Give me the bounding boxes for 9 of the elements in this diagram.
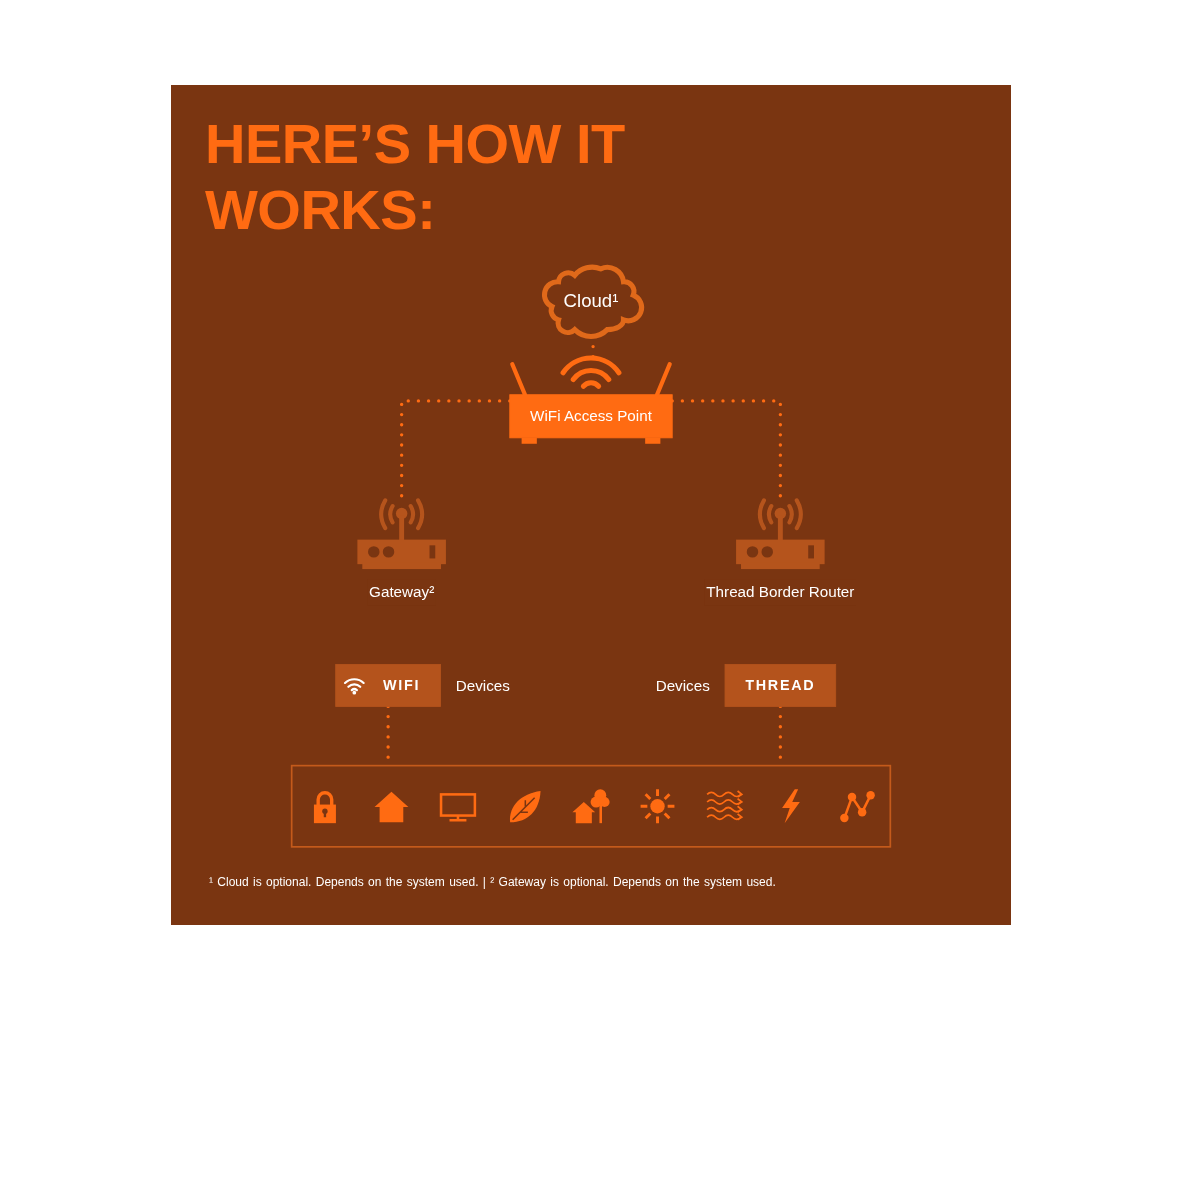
node-box: THREAD bbox=[724, 664, 837, 707]
node-box: WIFI bbox=[335, 664, 441, 707]
node-label: Thread Border Router bbox=[706, 583, 855, 601]
node-caption: Devices bbox=[455, 676, 510, 694]
node-label: Gateway² bbox=[369, 583, 435, 601]
title: HERE’S HOW IT WORKS: bbox=[205, 111, 626, 243]
node-box bbox=[290, 764, 892, 848]
node-caption: Devices bbox=[655, 676, 710, 694]
footnote: ¹ Cloud is optional. Depends on the system used. | ² Gateway is optional. Depends on the system used. bbox=[209, 875, 776, 889]
